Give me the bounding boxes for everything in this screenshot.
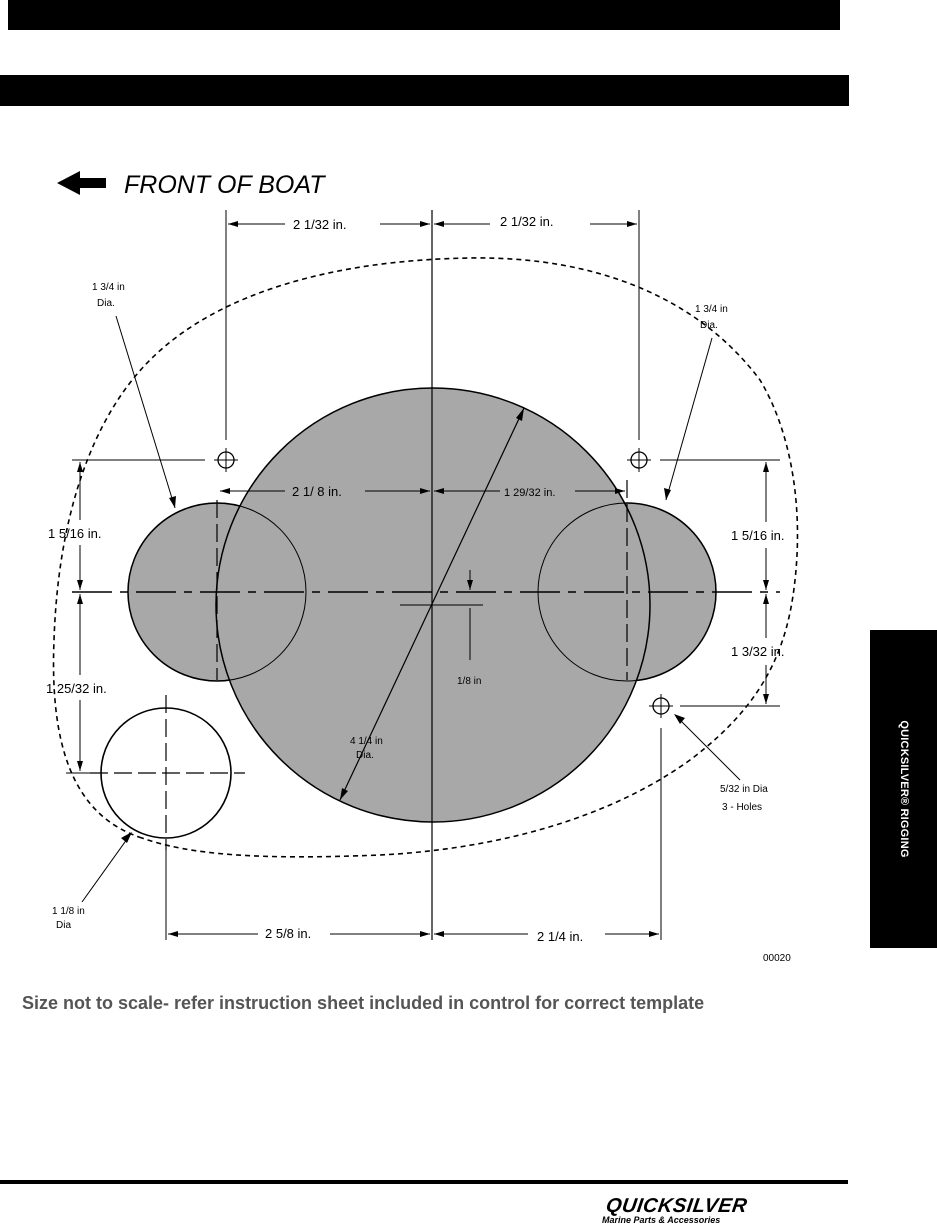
- callout-left-hole-dia: Dia.: [97, 298, 115, 309]
- dim-bottom-right: 2 1/4 in.: [537, 929, 583, 944]
- callout-center-hole-dia: Dia.: [356, 750, 374, 761]
- header-bar-section: [0, 75, 849, 106]
- side-tab-label: QUICKSILVER® RIGGING: [897, 720, 910, 858]
- footer-rule: [0, 1180, 848, 1184]
- small-hole-lower: [649, 694, 673, 718]
- section-side-tab: QUICKSILVER® RIGGING: [870, 630, 937, 948]
- header-bar-top: [8, 0, 840, 30]
- dim-left-lower: 1 25/32 in.: [46, 681, 107, 696]
- callout-lower-hole-dia: Dia: [56, 920, 71, 931]
- dim-top-left: 2 1/32 in.: [293, 217, 347, 232]
- front-of-boat-heading: FRONT OF BOAT: [124, 171, 326, 199]
- dim-small-offset: 1/8 in: [457, 676, 481, 687]
- dim-top-right: 2 1/32 in.: [500, 214, 554, 229]
- callout-small-holes-size: 5/32 in Dia: [720, 784, 768, 795]
- mounting-outline: [52, 257, 799, 858]
- callout-lower-hole-size: 1 1/8 in: [52, 906, 85, 917]
- dim-bottom-left: 2 5/8 in.: [265, 926, 311, 941]
- dim-right-side: 1 5/16 in.: [731, 528, 785, 543]
- callout-right-hole-size: 1 3/4 in: [695, 304, 728, 315]
- front-arrow-icon: [57, 171, 106, 195]
- dim-right-lower: 1 3/32 in.: [731, 644, 785, 659]
- small-hole-left: [214, 448, 238, 472]
- callout-center-hole-size: 4 1/4 in: [350, 736, 383, 747]
- small-hole-right: [627, 448, 651, 472]
- figure-code: 00020: [763, 953, 791, 964]
- callout-right-hole-dia: Dia.: [700, 320, 718, 331]
- dim-mid-right: 1 29/32 in.: [504, 487, 555, 499]
- quicksilver-logo: QUICKSILVER Marine Parts & Accessories: [598, 1195, 773, 1228]
- scale-note: Size not to scale- refer instruction she…: [22, 993, 705, 1013]
- dim-mid-left: 2 1/ 8 in.: [292, 484, 342, 499]
- logo-tagline: Marine Parts & Accessories: [602, 1215, 721, 1225]
- dim-left-side: 1 5/16 in.: [48, 526, 102, 541]
- callout-left-hole-size: 1 3/4 in: [92, 282, 125, 293]
- callout-small-holes-count: 3 - Holes: [722, 802, 762, 813]
